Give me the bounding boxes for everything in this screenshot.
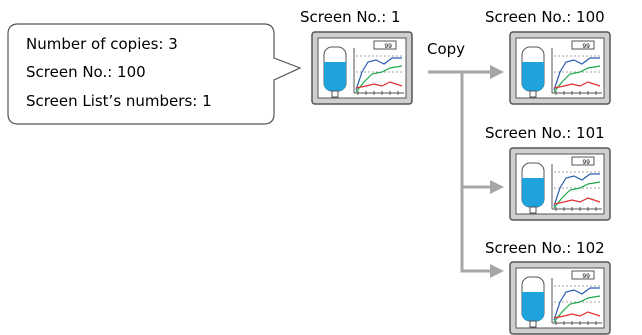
arrowhead-101 <box>490 180 504 194</box>
arrowheads <box>490 65 504 278</box>
source-screen-thumbnail: 99 <box>311 31 413 105</box>
callout-line-list-numbers: Screen List’s numbers: 1 <box>26 92 212 110</box>
source-screen-label: Screen No.: 1 <box>300 8 401 26</box>
numeric-display <box>571 270 595 280</box>
numeric-display-value: 99 <box>582 273 590 280</box>
numeric-display-value: 99 <box>582 43 590 50</box>
callout-line-copies: Number of copies: 3 <box>26 35 178 53</box>
copy-screen-thumbnail-100: 99 <box>509 31 611 105</box>
copy-screen-label-102: Screen No.: 102 <box>485 239 605 257</box>
copy-screen-thumbnail-102: 99 <box>509 261 611 335</box>
arrowhead-100 <box>490 65 504 79</box>
callout-line-screen-no: Screen No.: 100 <box>26 63 146 81</box>
callout-bubble <box>7 23 302 125</box>
numeric-display <box>373 40 397 50</box>
arrowhead-102 <box>490 264 504 278</box>
numeric-display <box>571 40 595 50</box>
copy-arrow-label: Copy <box>427 40 466 58</box>
copy-screen-thumbnail-101: 99 <box>509 147 611 221</box>
copy-connector <box>428 70 492 273</box>
copy-screen-label-100: Screen No.: 100 <box>485 8 605 26</box>
numeric-display <box>571 156 595 166</box>
numeric-display-value: 99 <box>384 43 392 50</box>
numeric-display-value: 99 <box>582 159 590 166</box>
copy-screen-label-101: Screen No.: 101 <box>485 124 605 142</box>
